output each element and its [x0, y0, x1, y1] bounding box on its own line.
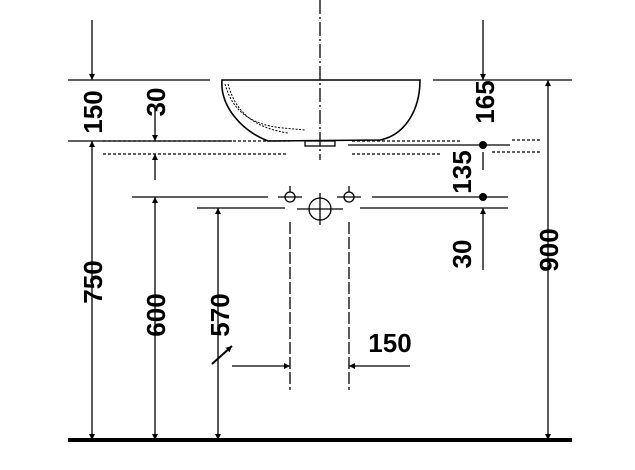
dim-point: [479, 141, 487, 149]
dim-30-right: 30: [447, 240, 477, 269]
dotted-lines: [103, 139, 540, 155]
dim-150-height: 150: [78, 90, 108, 133]
dim-900: 900: [534, 228, 564, 271]
dim-30-top: 30: [141, 88, 171, 117]
dim-570: 570: [205, 293, 235, 336]
dim-750: 750: [78, 260, 108, 303]
waste-arrow-icon: [211, 345, 233, 365]
dim-point: [479, 193, 487, 201]
basin-bowl: [221, 79, 421, 142]
waste-outlet: [304, 140, 336, 147]
dim-150-spacing: 150: [368, 328, 411, 358]
dim-135: 135: [447, 150, 477, 193]
dim-165: 165: [470, 80, 500, 123]
dim-600: 600: [141, 293, 171, 336]
